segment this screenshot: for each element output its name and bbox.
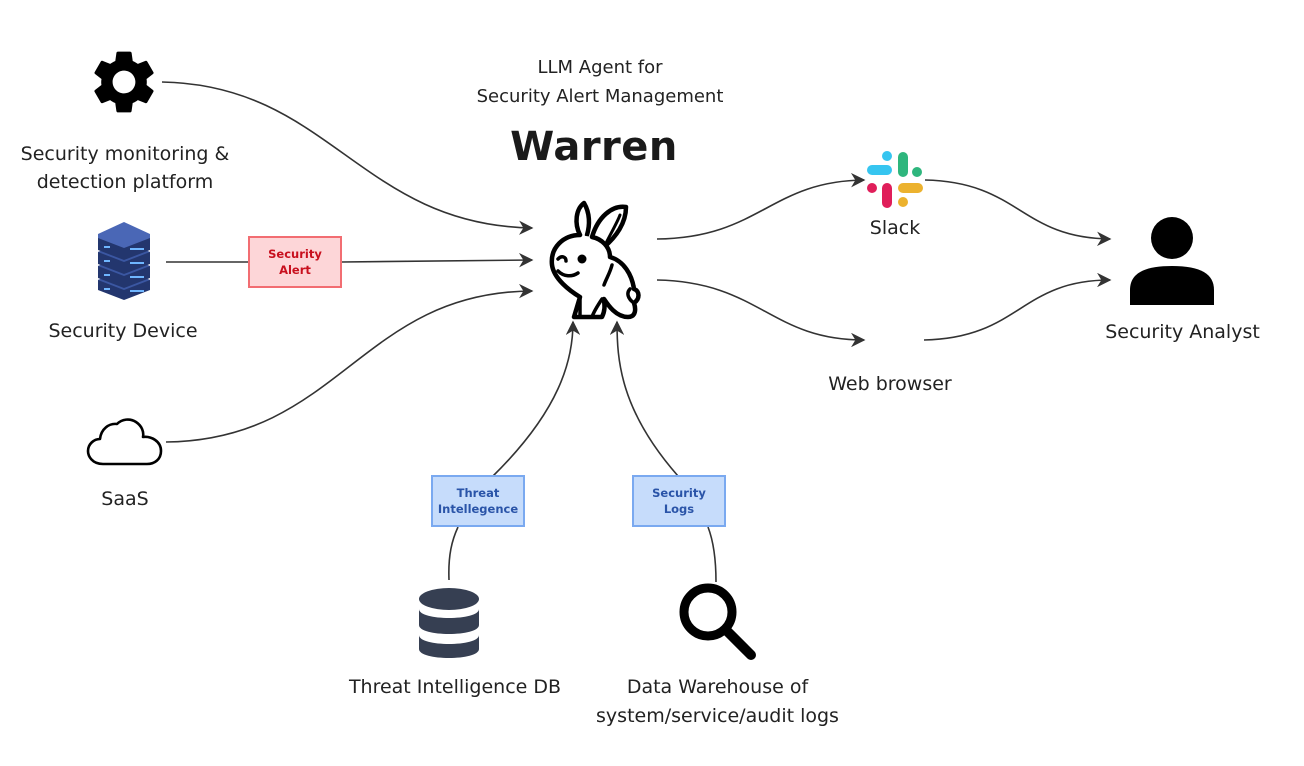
node-security-device[interactable]: Security Device <box>40 218 210 348</box>
data-warehouse-label-line-2: system/service/audit logs <box>596 705 839 727</box>
magnifier-icon <box>679 583 756 660</box>
platform-label-line-1: Security monitoring & <box>20 143 230 165</box>
threat-intelligence-db-label: Threat Intelligence DB <box>348 676 562 698</box>
edge-warehouse-to-agent <box>617 322 717 583</box>
person-icon <box>1130 217 1214 305</box>
security-logs-line-1: Security <box>652 486 706 500</box>
node-slack[interactable]: Slack <box>850 148 940 243</box>
threat-intel-line-1: Threat <box>456 486 500 500</box>
edge-platform-to-agent <box>161 81 534 235</box>
slack-logo-icon <box>867 151 923 208</box>
edge-label-threat-intelligence: Threat Intellegence <box>431 475 525 527</box>
database-icon <box>419 588 479 658</box>
gear-icon <box>94 51 154 113</box>
node-platform[interactable]: Security monitoring & detection platform <box>0 40 250 200</box>
security-device-label: Security Device <box>48 320 198 342</box>
cloud-icon <box>86 418 163 466</box>
server-stack-icon <box>98 222 150 300</box>
edge-label-security-logs: Security Logs <box>632 475 726 527</box>
rabbit-icon <box>549 200 641 320</box>
edge-saas-to-agent <box>165 283 534 443</box>
node-threat-intelligence-db[interactable]: Threat Intelligence DB <box>340 585 570 705</box>
node-web-browser[interactable]: Web browser <box>810 320 970 400</box>
slack-label: Slack <box>869 217 921 239</box>
security-analyst-label: Security Analyst <box>1105 321 1260 343</box>
edge-agent-to-slack <box>656 172 866 240</box>
security-alert-line-2: Alert <box>279 263 311 277</box>
node-data-warehouse[interactable]: Data Warehouse of system/service/audit l… <box>580 580 855 730</box>
edge-threatdb-to-agent <box>448 322 573 581</box>
edge-browser-to-analyst <box>923 272 1112 341</box>
saas-label: SaaS <box>101 488 149 510</box>
node-security-analyst[interactable]: Security Analyst <box>1095 210 1270 350</box>
web-browser-label: Web browser <box>828 373 952 395</box>
data-warehouse-label-line-1: Data Warehouse of <box>626 676 809 698</box>
security-alert-line-1: Security <box>268 247 322 261</box>
subtitle-line-2: Security Alert Management <box>476 86 724 107</box>
edge-slack-to-analyst <box>924 179 1112 247</box>
node-saas[interactable]: SaaS <box>70 410 180 515</box>
node-warren-agent[interactable] <box>540 195 645 323</box>
edge-agent-to-browser <box>656 279 866 348</box>
edge-device-to-agent <box>166 260 532 262</box>
security-logs-line-2: Logs <box>663 502 695 516</box>
page-title: Warren <box>510 124 678 170</box>
edge-label-security-alert: Security Alert <box>248 236 342 288</box>
threat-intel-line-2: Intellegence <box>437 502 519 516</box>
subtitle-line-1: LLM Agent for <box>537 57 663 78</box>
platform-label-line-2: detection platform <box>36 171 214 193</box>
